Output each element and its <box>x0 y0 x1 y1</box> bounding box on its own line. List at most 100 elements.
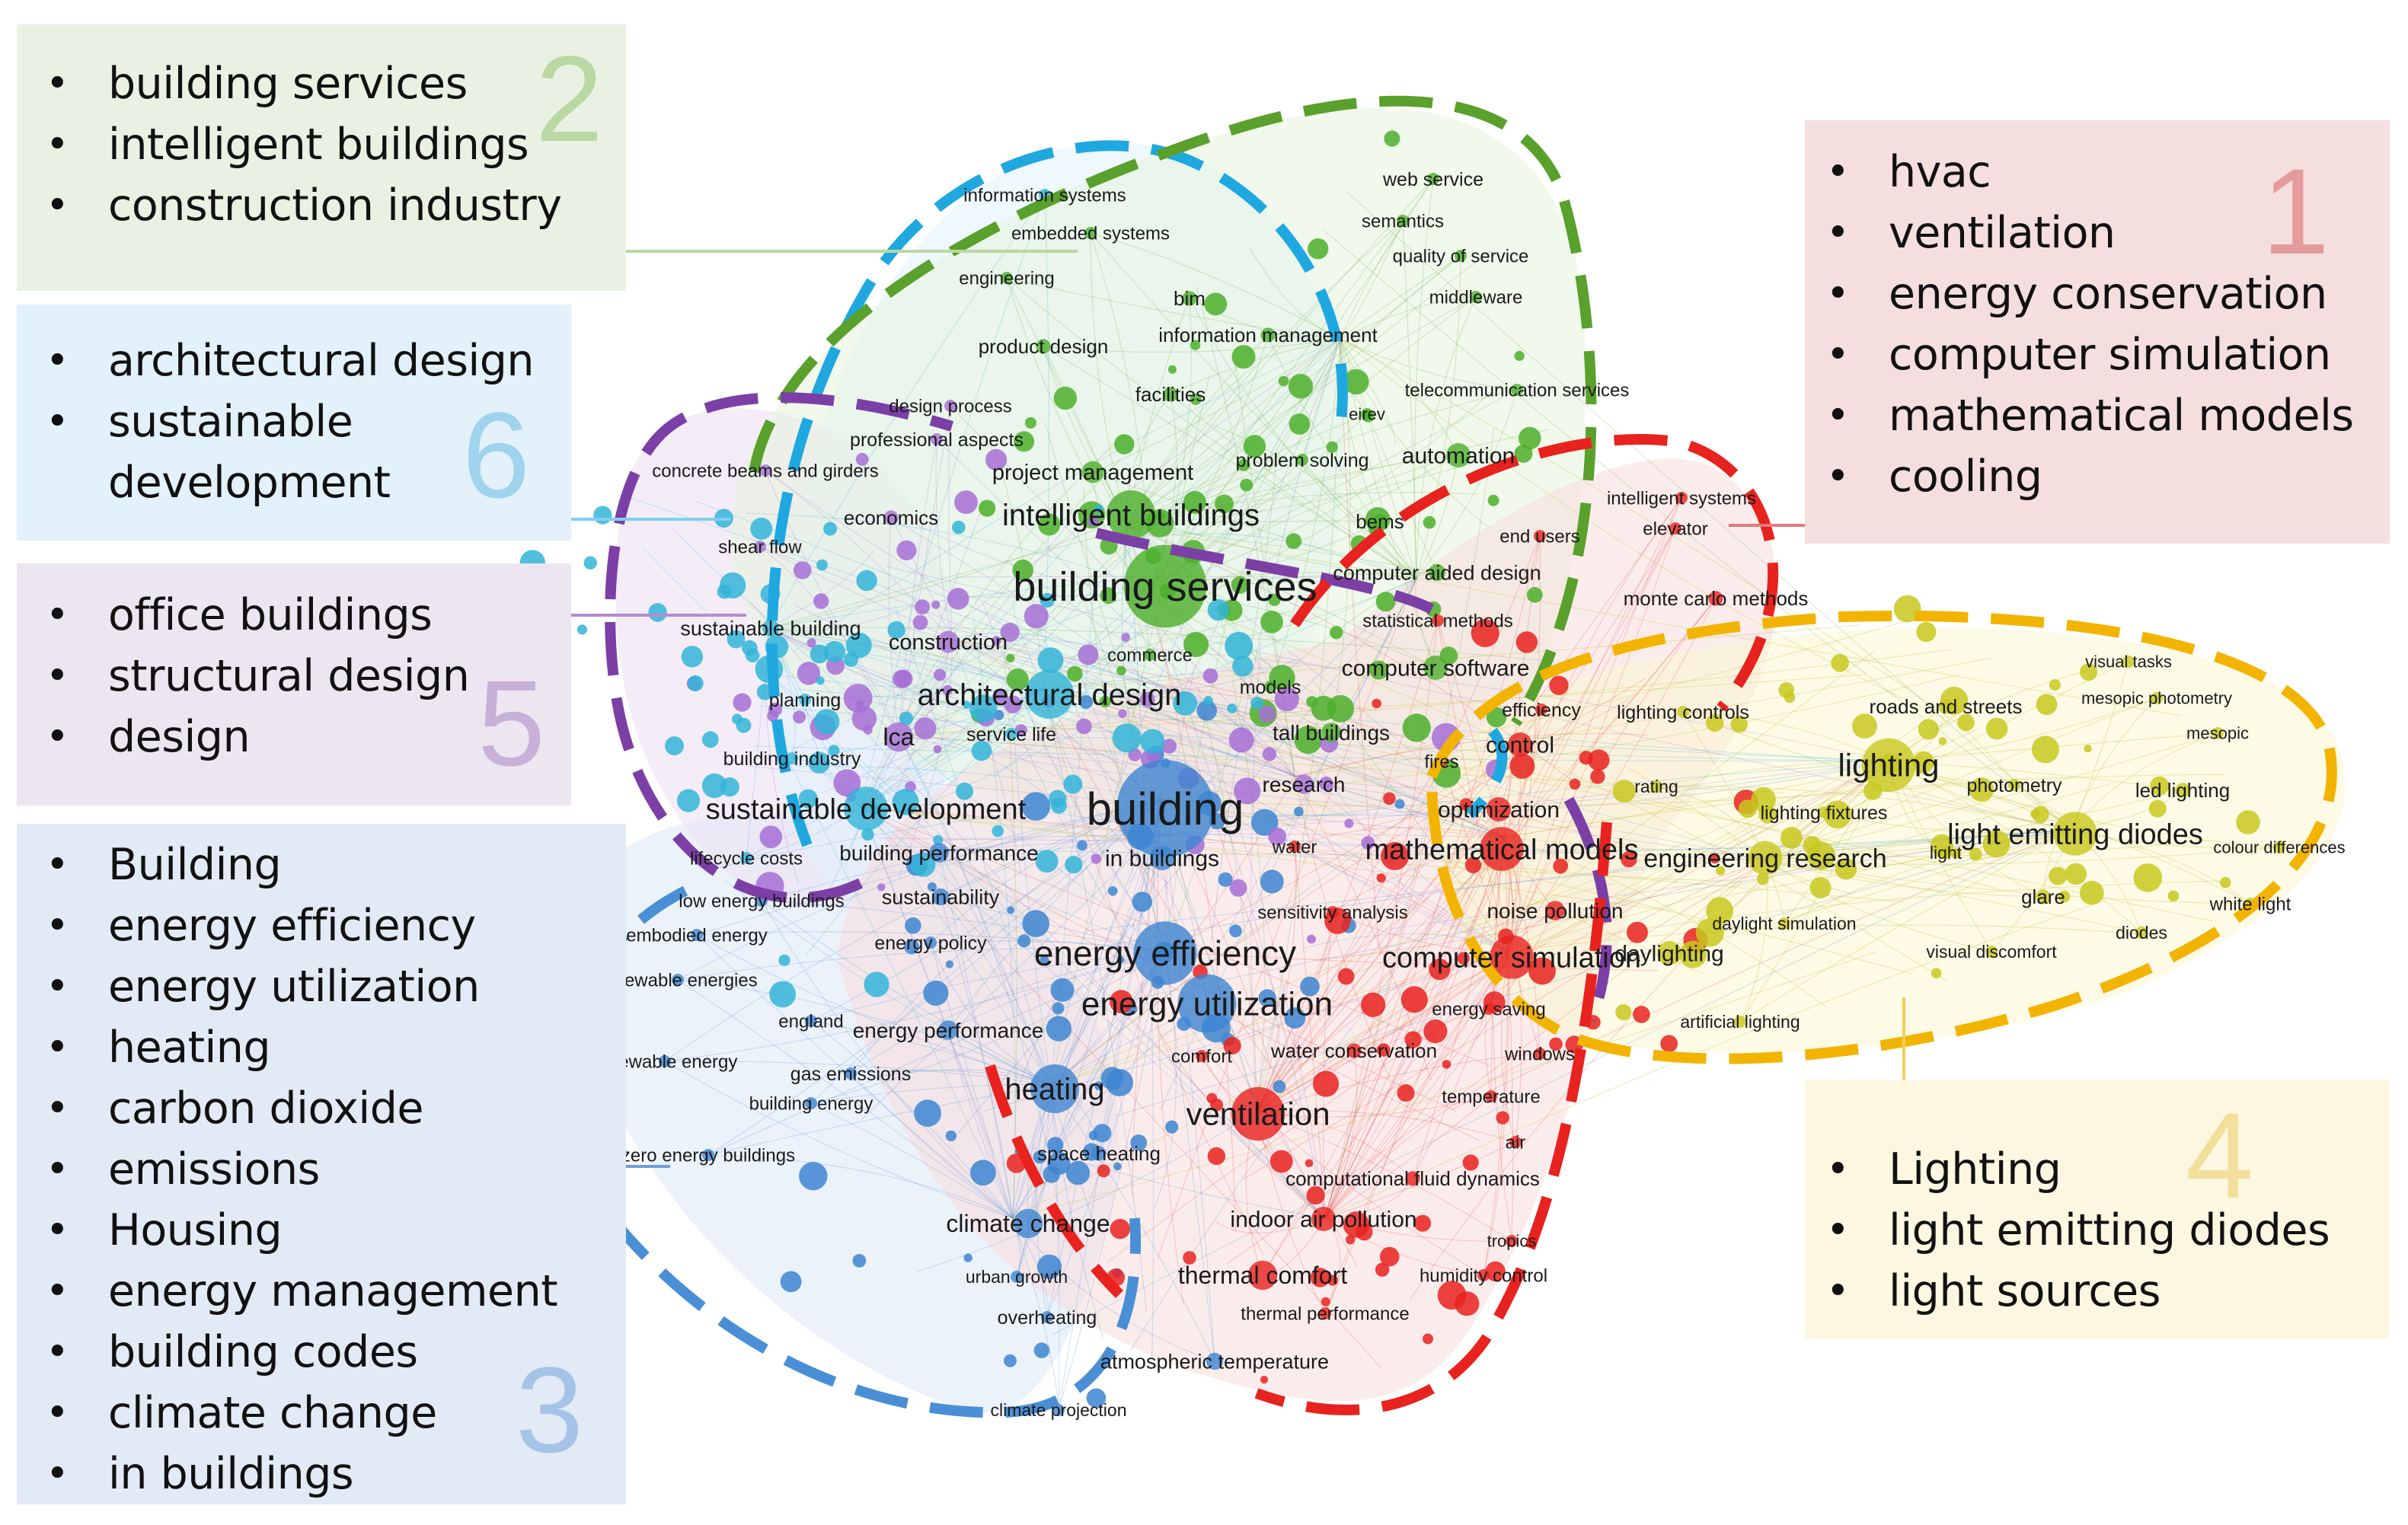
term-label: thermal performance <box>1241 1303 1409 1324</box>
network-node <box>1262 747 1277 761</box>
network-edge <box>1416 455 1459 579</box>
term-node <box>1650 780 1662 793</box>
network-edge <box>1324 848 1503 1219</box>
network-edge <box>1256 1111 1512 1242</box>
term-node <box>1041 1311 1053 1323</box>
network-edge <box>1361 815 1505 838</box>
cluster-2-panel: 2 building services intelligent building… <box>17 24 626 291</box>
network-edge <box>1197 686 1257 1112</box>
network-node <box>1035 850 1059 873</box>
network-edge <box>1171 662 1326 1219</box>
network-node <box>1052 1002 1065 1015</box>
cluster-6-item: architectural design <box>24 330 535 391</box>
network-node <box>1238 458 1250 471</box>
network-edge <box>1256 809 1499 1112</box>
network-node <box>1400 986 1428 1013</box>
term-node <box>1428 563 1446 582</box>
network-node <box>2084 745 2092 753</box>
network-edge <box>1415 578 1436 668</box>
network-edge <box>865 688 1044 809</box>
network-edge <box>860 614 1162 808</box>
network-edge <box>1739 829 2072 1023</box>
term-node <box>1405 1171 1420 1186</box>
term-label: middleware <box>1429 287 1523 308</box>
network-node <box>2080 880 2104 905</box>
term-node <box>2135 927 2148 939</box>
network-edge <box>664 799 1162 1062</box>
cluster-3-item: emissions <box>24 1139 557 1200</box>
network-node <box>1376 1043 1391 1057</box>
term-label: intelligent buildings <box>1002 499 1260 532</box>
network-edge <box>1160 578 1417 1110</box>
network-node <box>1258 705 1276 723</box>
network-edge <box>983 751 1768 861</box>
network-node <box>677 789 701 812</box>
network-edge <box>1154 951 1177 1208</box>
network-node <box>1250 697 1264 710</box>
network-edge <box>1033 1147 1326 1219</box>
term-node <box>883 722 914 752</box>
network-node <box>1912 751 1934 774</box>
network-node <box>1588 749 1610 771</box>
network-node <box>1110 1219 1131 1239</box>
term-node <box>1545 901 1565 920</box>
network-edge <box>1340 338 1438 573</box>
term-node <box>1432 614 1444 627</box>
cluster-2-item: building services <box>24 53 562 114</box>
network-edge <box>1050 722 1538 1086</box>
network-edge <box>860 441 1117 808</box>
network-edge <box>1149 589 1236 1233</box>
network-node <box>892 788 919 815</box>
network-node <box>2133 863 2163 892</box>
network-edge <box>794 765 1162 800</box>
term-label: roads and streets <box>1870 695 2023 718</box>
term-node <box>1011 1271 1023 1283</box>
network-node <box>583 556 597 569</box>
term-node <box>1013 1208 1043 1239</box>
network-node <box>833 769 861 797</box>
network-edge <box>1187 761 1889 818</box>
network-node <box>1679 940 1707 968</box>
network-node <box>1278 375 1289 387</box>
network-edge <box>786 757 1014 1219</box>
term-label: control <box>1486 733 1554 758</box>
term-node <box>2273 841 2285 853</box>
network-node <box>1140 729 1165 754</box>
term-node <box>1150 846 1174 870</box>
cluster-6-outline-lower <box>1466 727 1508 818</box>
network-node <box>1024 604 1049 629</box>
network-node <box>1706 897 1734 925</box>
network-node <box>1379 1246 1400 1267</box>
network-edge <box>860 806 995 1155</box>
network-edge <box>951 639 1426 745</box>
network-node <box>1229 879 1247 897</box>
term-node <box>754 541 766 553</box>
network-edge <box>1149 255 1461 591</box>
network-edge <box>860 806 1672 912</box>
network-edge <box>1340 220 1404 340</box>
network-node <box>1288 374 1314 399</box>
term-label: climate change <box>946 1210 1110 1237</box>
cluster-2-item: construction industry <box>24 175 562 236</box>
cluster-6-outline <box>766 140 1349 847</box>
term-node <box>1001 272 1013 284</box>
network-node <box>1372 698 1381 709</box>
network-edge <box>1126 220 1404 526</box>
network-node <box>1183 1251 1196 1265</box>
network-node <box>1040 955 1049 965</box>
network-edge <box>1126 296 1477 526</box>
term-label: temperature <box>1442 1086 1540 1107</box>
network-edge <box>1764 829 2072 859</box>
network-edge <box>677 799 1162 981</box>
network-edge <box>1409 761 1889 1300</box>
network-edge <box>785 589 1151 755</box>
network-node <box>1893 595 1921 623</box>
network-node <box>1207 599 1230 621</box>
network-node <box>1835 857 1857 880</box>
network-node <box>1306 1185 1325 1205</box>
network-node <box>1004 695 1022 713</box>
cluster-2-item: intelligent buildings <box>24 114 562 175</box>
network-node <box>1099 695 1111 708</box>
cluster-1-item: cooling <box>1805 446 2354 507</box>
network-node <box>1050 978 1075 1002</box>
